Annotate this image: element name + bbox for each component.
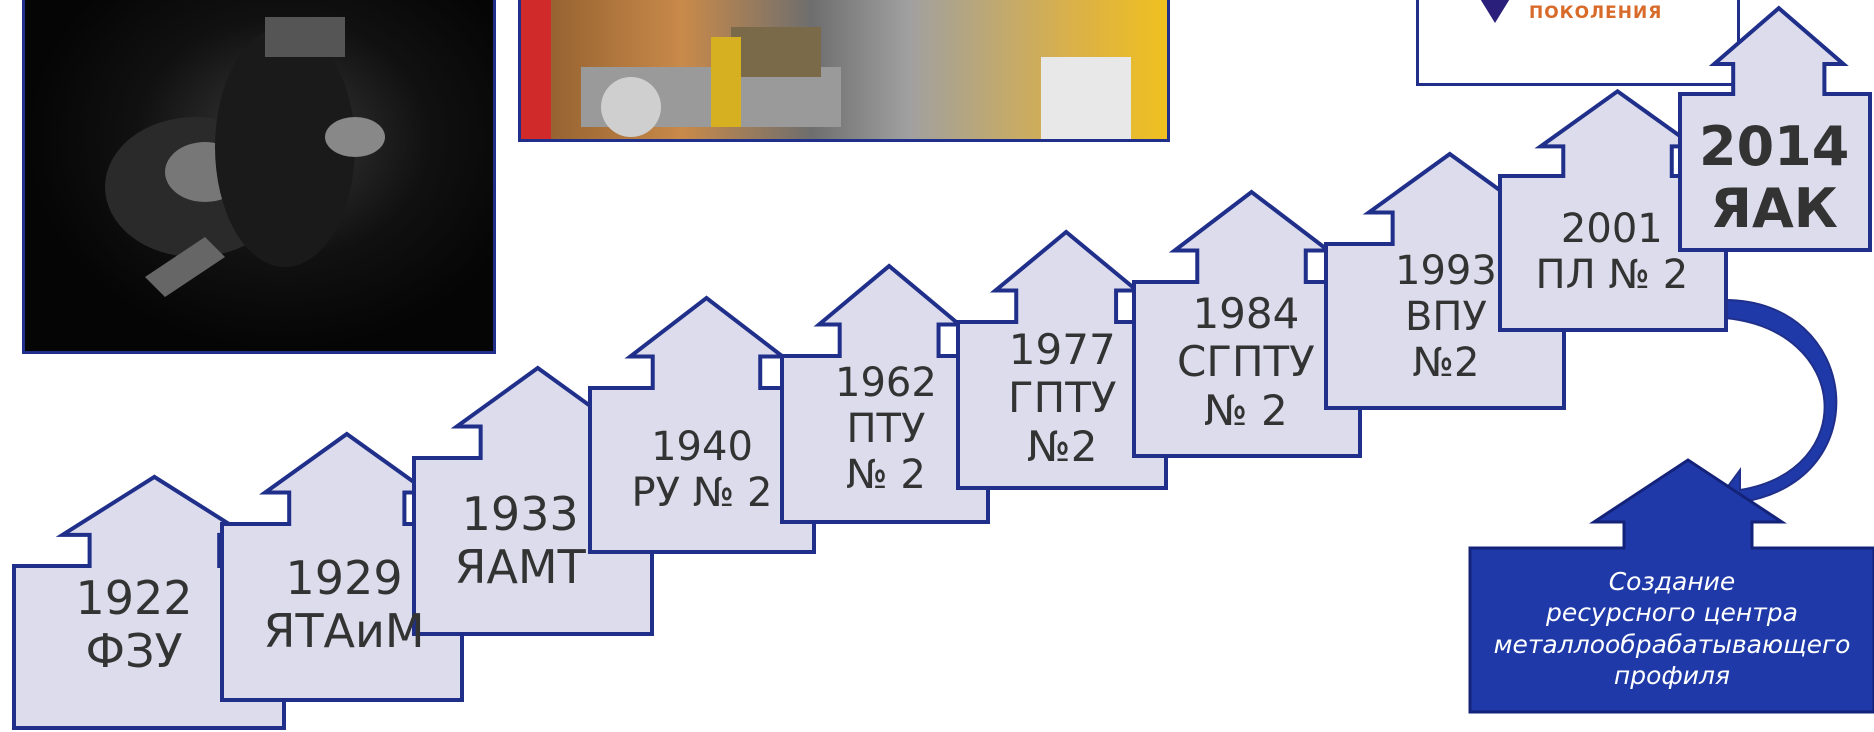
logo-panel: ПОКОЛЕНИЯ bbox=[1416, 0, 1740, 86]
step-name: ГПТУ bbox=[1008, 373, 1117, 423]
curved-arrow-icon bbox=[1716, 298, 1838, 521]
step-name: ВПУ bbox=[1404, 294, 1487, 340]
step-year: 1962 bbox=[835, 360, 937, 406]
step-name-line-2: №2 bbox=[1027, 421, 1098, 471]
step-year: 1933 bbox=[461, 487, 579, 541]
step-name: ФЗУ bbox=[85, 623, 183, 678]
step-name: ЯАК bbox=[1710, 177, 1838, 241]
step-year: 1940 bbox=[651, 424, 753, 470]
step-name: СГПТУ bbox=[1177, 337, 1315, 387]
callout-line-2: ресурсного центра bbox=[1546, 598, 1798, 628]
callout-box bbox=[1468, 458, 1874, 714]
step-name: ЯАМТ bbox=[454, 539, 586, 594]
step-name: ПЛ № 2 bbox=[1535, 252, 1689, 298]
timeline-step-box bbox=[780, 263, 990, 524]
step-name-line-2: № 2 bbox=[846, 452, 926, 498]
callout-line-3: металлообрабатывающего bbox=[1493, 629, 1851, 659]
timeline-step-box bbox=[1678, 5, 1872, 252]
logo-v-mark-icon bbox=[1480, 0, 1510, 23]
step-year: 1922 bbox=[75, 571, 193, 625]
historic-photo-shapes bbox=[105, 17, 385, 297]
step-name: ЯТАиМ bbox=[263, 603, 425, 658]
timeline-step-box bbox=[956, 229, 1168, 490]
step-name: ПТУ bbox=[846, 406, 926, 452]
step-name-line-2: № 2 bbox=[1204, 385, 1288, 435]
callout-line-4: профиля bbox=[1613, 660, 1731, 690]
step-year: 1984 bbox=[1192, 289, 1300, 338]
timeline-step-box bbox=[1132, 189, 1362, 458]
step-year: 2001 bbox=[1560, 206, 1663, 252]
step-name-line-2: №2 bbox=[1412, 340, 1480, 386]
lathe-photo-shapes bbox=[521, 0, 1131, 139]
step-name: РУ № 2 bbox=[631, 470, 773, 516]
callout-line-1: Создание bbox=[1608, 567, 1736, 596]
modern-lathe-photo bbox=[518, 0, 1170, 142]
step-year: 1977 bbox=[1008, 325, 1116, 374]
step-year: 1929 bbox=[285, 551, 403, 605]
step-year: 2014 bbox=[1699, 115, 1850, 178]
historic-workshop-photo bbox=[22, 0, 496, 354]
logo-text: ПОКОЛЕНИЯ bbox=[1529, 3, 1663, 23]
step-year: 1993 bbox=[1395, 248, 1497, 294]
callout-text: Создание ресурсного центра металлообраба… bbox=[1470, 566, 1874, 691]
timeline-step-box bbox=[588, 295, 816, 554]
